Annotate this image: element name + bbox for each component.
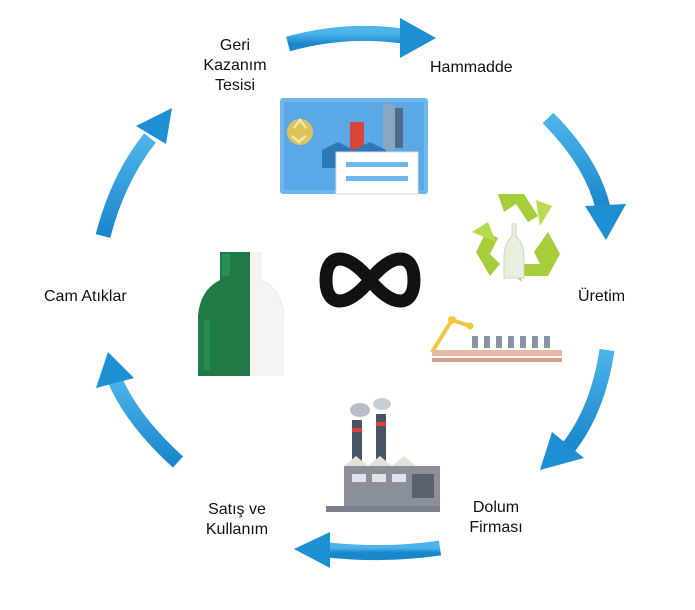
- step-label-uretim: Üretim: [578, 288, 626, 305]
- step-label-hammadde: Hammadde: [430, 59, 513, 76]
- factory-icon: [326, 398, 440, 512]
- production-line-icon: [430, 316, 562, 362]
- arrow-geri-to-hammadde: [285, 18, 436, 58]
- step-label-dolum-firmasi: Dolum Firması: [446, 498, 546, 538]
- step-label-geri-kazanim-tesisi: Geri Kazanım Tesisi: [180, 36, 290, 96]
- dolum-line-2: Firması: [469, 519, 523, 536]
- geri-kazanim-line-1: Geri: [219, 37, 251, 54]
- arrow-hammadde-to-uretim: [542, 112, 626, 240]
- arrow-cam-to-geri: [95, 108, 172, 238]
- geri-kazanim-line-2: Kazanım: [203, 57, 267, 74]
- step-label-cam-atiklar: Cam Atıklar: [44, 288, 127, 305]
- glass-bottle-icon: [198, 252, 284, 376]
- recycle-bottle-icon: [472, 194, 560, 282]
- step-label-satis-ve-kullanim: Satış ve Kullanım: [182, 500, 292, 540]
- arrow-satis-to-cam: [96, 352, 184, 468]
- infinity-symbol: [319, 252, 421, 308]
- geri-kazanim-line-3: Tesisi: [214, 77, 255, 94]
- satis-line-2: Kullanım: [205, 521, 269, 538]
- arrow-uretim-to-dolum: [540, 348, 615, 470]
- satis-line-1: Satış ve: [208, 501, 266, 518]
- recycling-facility-icon: [280, 98, 428, 195]
- dolum-line-1: Dolum: [472, 499, 520, 516]
- arrow-dolum-to-satis: [294, 532, 442, 568]
